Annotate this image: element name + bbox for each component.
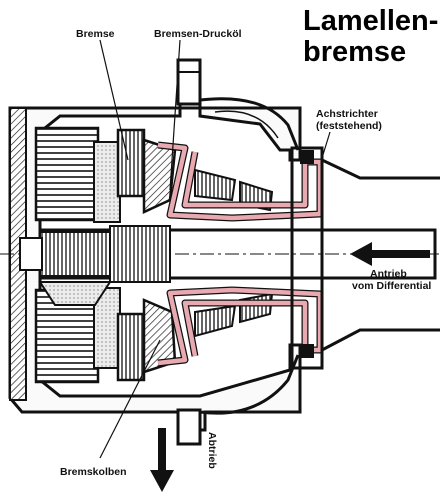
axle-funnel-label: Achstrichter (feststehend) bbox=[316, 108, 382, 132]
drive-label-line-2: vom Differential bbox=[352, 280, 432, 292]
drive-arrow bbox=[350, 242, 430, 266]
brake-oil-label: Bremsen-Drucköl bbox=[154, 28, 242, 40]
output-label: Abtrieb bbox=[206, 432, 218, 469]
title-line-1: Lamellen- bbox=[303, 5, 439, 37]
axle-funnel-label-line-2: (feststehend) bbox=[316, 120, 382, 132]
brake-oil-channel bbox=[157, 141, 324, 367]
drive-label-line-1: Antrieb bbox=[370, 268, 407, 280]
diagram-title: Lamellen- bremse bbox=[303, 6, 438, 68]
drive-shaft bbox=[0, 225, 440, 283]
drive-label: Antrieb vom Differential bbox=[352, 268, 431, 292]
brake-disc-pack bbox=[116, 128, 146, 382]
axle-funnel bbox=[290, 146, 440, 370]
title-line-2: bremse bbox=[303, 36, 407, 68]
brake-piston-label: Bremskolben bbox=[60, 466, 127, 478]
leader-lines bbox=[99, 39, 331, 459]
brake-label: Bremse bbox=[76, 28, 115, 40]
output-arrow bbox=[150, 428, 174, 492]
axle-funnel-label-line-1: Achstrichter bbox=[316, 108, 378, 120]
